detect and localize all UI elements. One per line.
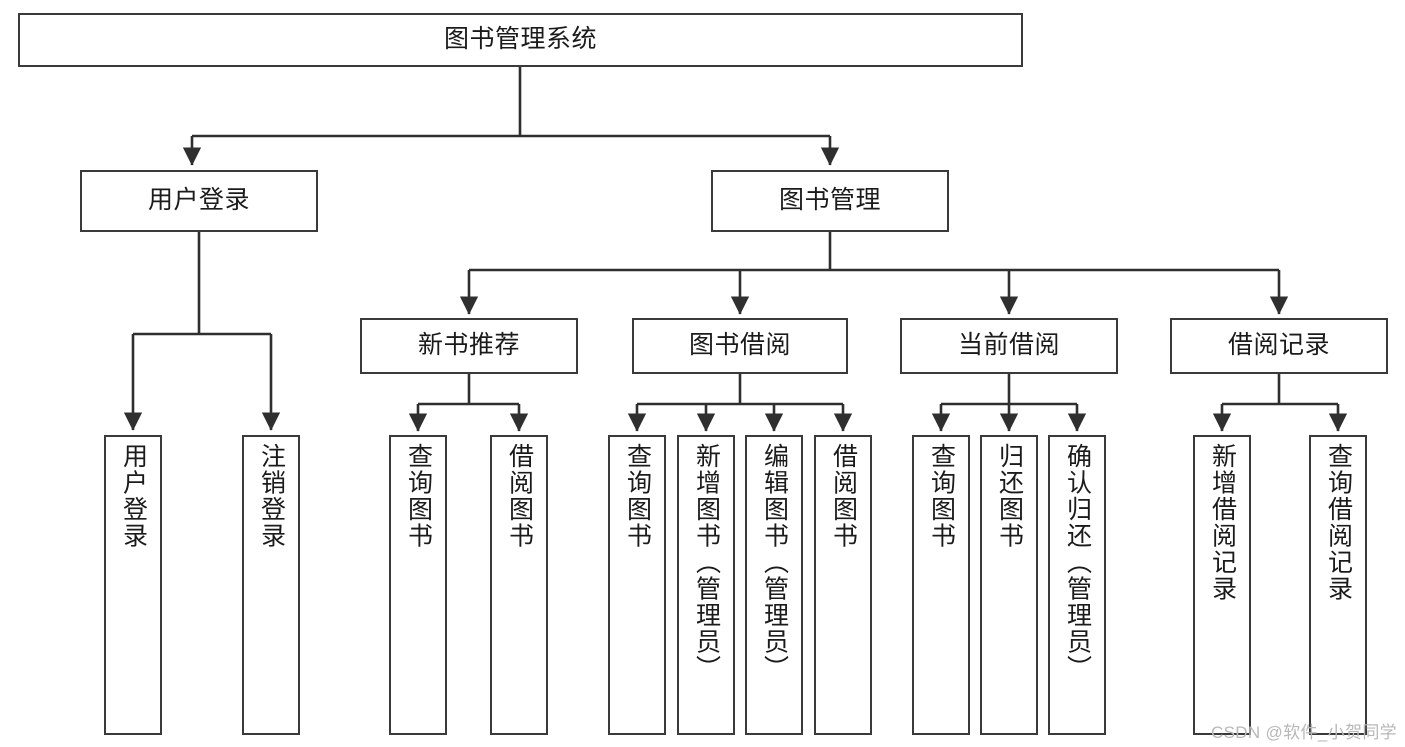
node-user-login-label: 用户登录: [147, 186, 250, 215]
node-leaf-logout-label: 注销登录: [257, 443, 286, 549]
node-leaf-return-book-label: 归还图书: [995, 443, 1024, 549]
node-leaf-add-borrow-record[interactable]: 新增借阅记录: [1193, 435, 1251, 735]
node-leaf-user-login[interactable]: 用户登录: [104, 435, 162, 735]
node-leaf-confirm-return-admin-label: 确认归还（管理员）: [1063, 443, 1092, 682]
node-borrow-record-label: 借阅记录: [1227, 331, 1330, 360]
node-book-management-label: 图书管理: [778, 186, 881, 215]
node-borrow-record[interactable]: 借阅记录: [1170, 318, 1388, 374]
node-leaf-query-book-borrow-label: 查询图书: [623, 443, 652, 549]
node-book-borrow[interactable]: 图书借阅: [632, 318, 848, 374]
node-leaf-edit-book-admin[interactable]: 编辑图书（管理员）: [745, 435, 803, 735]
node-leaf-return-book[interactable]: 归还图书: [980, 435, 1038, 735]
node-user-login[interactable]: 用户登录: [80, 170, 318, 232]
node-leaf-add-book-admin-label: 新增图书（管理员）: [692, 443, 721, 682]
node-leaf-user-login-label: 用户登录: [119, 443, 148, 549]
node-new-book-recommend[interactable]: 新书推荐: [360, 318, 578, 374]
node-root-system-label: 图书管理系统: [443, 25, 597, 54]
node-leaf-add-borrow-record-label: 新增借阅记录: [1208, 443, 1237, 602]
node-leaf-query-book-recommend-label: 查询图书: [404, 443, 433, 549]
node-leaf-confirm-return-admin[interactable]: 确认归还（管理员）: [1048, 435, 1106, 735]
node-leaf-query-book-current[interactable]: 查询图书: [912, 435, 970, 735]
node-leaf-borrow-book-recommend-label: 借阅图书: [505, 443, 534, 549]
node-current-borrow-label: 当前借阅: [957, 331, 1060, 360]
node-leaf-borrow-book-label: 借阅图书: [829, 443, 858, 549]
node-book-management[interactable]: 图书管理: [711, 170, 949, 232]
node-leaf-edit-book-admin-label: 编辑图书（管理员）: [760, 443, 789, 682]
node-root-system[interactable]: 图书管理系统: [18, 13, 1023, 67]
node-leaf-query-book-borrow[interactable]: 查询图书: [608, 435, 666, 735]
node-leaf-query-borrow-record-label: 查询借阅记录: [1324, 443, 1353, 602]
node-leaf-borrow-book-recommend[interactable]: 借阅图书: [490, 435, 548, 735]
csdn-watermark: CSDN @软件_小贺同学: [1210, 723, 1397, 742]
node-leaf-logout[interactable]: 注销登录: [242, 435, 300, 735]
node-leaf-borrow-book[interactable]: 借阅图书: [814, 435, 872, 735]
node-leaf-add-book-admin[interactable]: 新增图书（管理员）: [677, 435, 735, 735]
node-leaf-query-borrow-record[interactable]: 查询借阅记录: [1309, 435, 1367, 735]
node-current-borrow[interactable]: 当前借阅: [900, 318, 1118, 374]
node-leaf-query-book-recommend[interactable]: 查询图书: [389, 435, 447, 735]
node-leaf-query-book-current-label: 查询图书: [927, 443, 956, 549]
node-book-borrow-label: 图书借阅: [688, 331, 791, 360]
node-new-book-recommend-label: 新书推荐: [417, 331, 520, 360]
